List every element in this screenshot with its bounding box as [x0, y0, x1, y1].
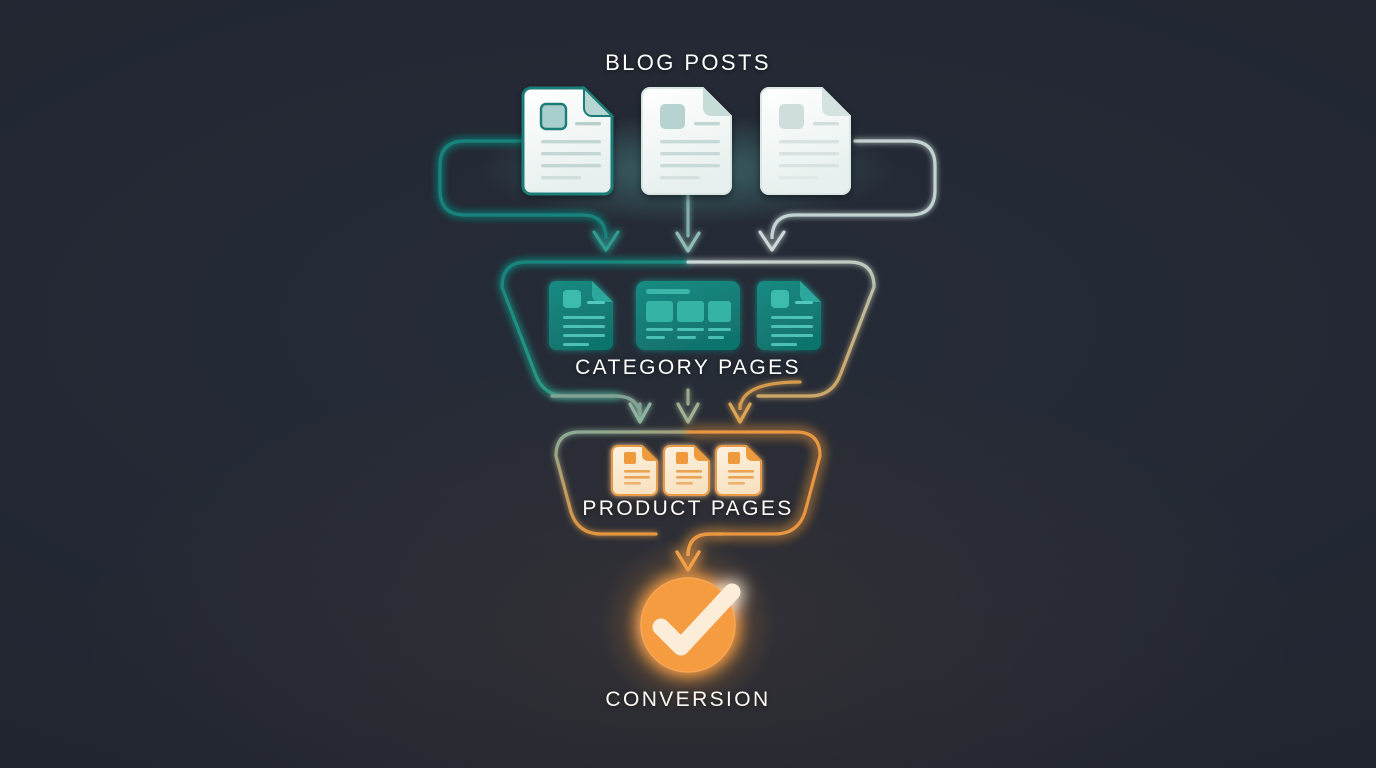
connector-blog-left [438, 139, 620, 252]
tier-label-product-pages: PRODUCT PAGES [582, 497, 794, 520]
tier-label-conversion: CONVERSION [605, 688, 771, 711]
document-icon [641, 87, 732, 195]
category-page-icon [549, 281, 613, 350]
connector-blog-middle [675, 193, 701, 253]
connector-blog-right [758, 139, 937, 252]
document-icon [760, 87, 851, 195]
check-circle-icon [640, 577, 741, 673]
category-grid-card-icon [636, 281, 740, 350]
connector-category-middle [676, 388, 700, 424]
tier-label-category-pages: CATEGORY PAGES [575, 356, 801, 379]
connector-category-left [550, 394, 652, 424]
category-page-icon [757, 281, 821, 350]
product-page-icon [715, 445, 762, 496]
document-icon [521, 85, 615, 196]
product-page-icon [611, 445, 658, 496]
connector-category-right [728, 380, 802, 424]
product-page-icon [663, 445, 710, 496]
funnel-tier-product-pages [554, 430, 822, 536]
tier-label-blog-posts: BLOG POSTS [605, 50, 771, 75]
